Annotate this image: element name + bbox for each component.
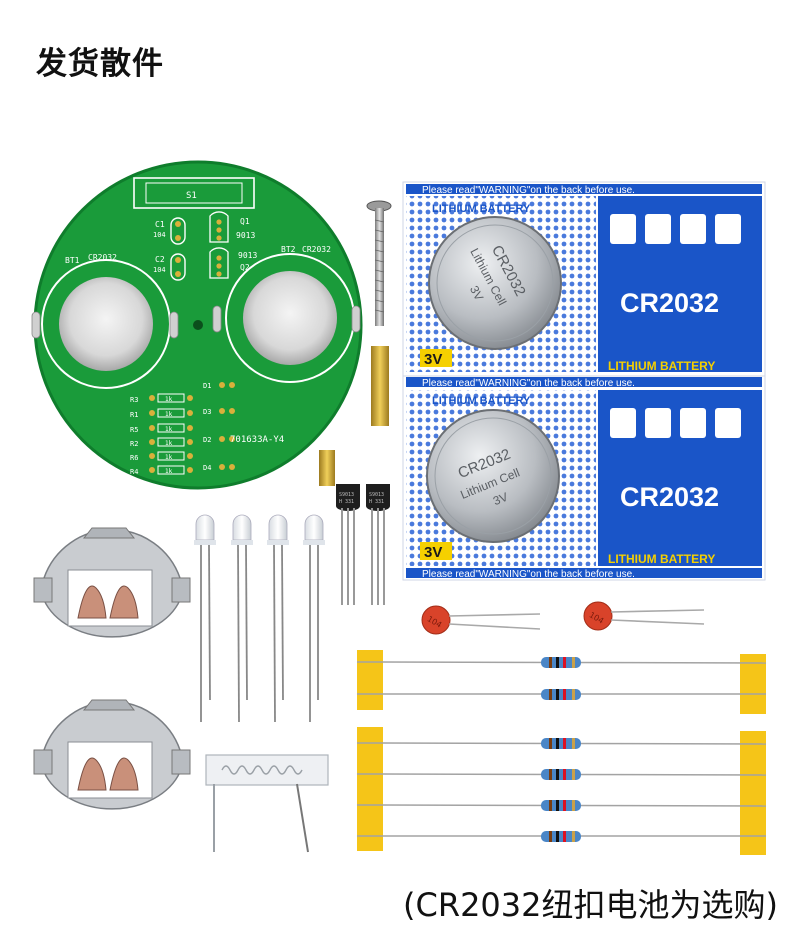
ceramic-capacitor-1: 104 (421, 605, 541, 635)
small-brass-part (319, 450, 335, 486)
bt2-label: BT2 (281, 245, 296, 254)
svg-text:CR2032: CR2032 (620, 482, 719, 512)
svg-text:LITHIUM BATTERY: LITHIUM BATTERY (608, 552, 715, 566)
svg-text:C2: C2 (155, 255, 165, 264)
led-2 (231, 514, 253, 723)
resistor-5 (541, 800, 581, 811)
board-code: 701633A-Y4 (230, 435, 284, 445)
svg-text:Please read"WARNING"on the bac: Please read"WARNING"on the back before u… (422, 185, 635, 196)
transistor-q2-footprint: 9013 Q2 (209, 247, 257, 279)
device-icons-top (610, 214, 741, 244)
svg-text:R1: R1 (130, 411, 138, 419)
svg-text:C1: C1 (155, 220, 165, 229)
svg-text:3V: 3V (491, 490, 510, 508)
svg-text:S9013: S9013 (369, 492, 384, 498)
svg-text:S9013: S9013 (339, 492, 354, 498)
svg-text:H 331: H 331 (369, 499, 384, 505)
led-3 (267, 514, 289, 723)
led-footprints: D1 D3 D2 D4 (203, 382, 235, 472)
svg-text:R3: R3 (130, 396, 138, 404)
bt2-value: CR2032 (302, 245, 331, 254)
page-title: 发货散件 (36, 46, 164, 82)
ceramic-capacitor-2: 104 (583, 601, 705, 631)
led-4 (303, 514, 325, 722)
svg-text:H 331: H 331 (339, 499, 354, 505)
resistor-1 (541, 657, 581, 668)
svg-text:R2: R2 (130, 440, 138, 448)
svg-text:9013: 9013 (236, 231, 255, 240)
resistor-3 (541, 738, 581, 749)
battery-card-bottom: Please read"WARNING"on the back before u… (402, 375, 766, 581)
resistor-2 (541, 689, 581, 700)
brass-standoff (371, 346, 389, 426)
svg-text:1k: 1k (165, 440, 173, 447)
transistor-q1-footprint: Q1 9013 (209, 211, 255, 243)
svg-text:D3: D3 (203, 408, 211, 416)
battery-pack: Please read"WARNING"on the back before u… (402, 181, 766, 581)
switch-label: S1 (186, 191, 197, 201)
svg-text:3V: 3V (424, 544, 442, 561)
resistor-footprints: R3 1k R1 1k R5 1k R2 1k R6 1k R4 1k (130, 393, 193, 476)
switch-outline (133, 177, 255, 209)
battery-holder-bottom (33, 699, 191, 810)
svg-text:1k: 1k (165, 411, 173, 418)
bt1-value: CR2032 (88, 253, 117, 262)
transistors: S9013 H 331 S9013 H 331 (336, 484, 390, 605)
resistor-4 (541, 769, 581, 780)
svg-text:3V: 3V (467, 283, 486, 303)
device-icons-bottom (610, 408, 741, 438)
svg-text:D1: D1 (203, 382, 211, 390)
transistor-1: S9013 H 331 (336, 484, 360, 605)
svg-text:Q2: Q2 (240, 263, 250, 272)
svg-text:1k: 1k (165, 396, 173, 403)
svg-text:1k: 1k (165, 454, 173, 461)
svg-text:104: 104 (153, 266, 166, 274)
resistor-6 (541, 831, 581, 842)
cap-c1-footprint: C1 104 (153, 217, 186, 245)
bt1-label: BT1 (65, 256, 80, 265)
svg-text:9013: 9013 (238, 251, 257, 260)
tilt-switch (205, 754, 329, 853)
screw (366, 200, 392, 326)
svg-text:D4: D4 (203, 464, 211, 472)
resistor-strip-bottom (356, 727, 767, 855)
svg-text:LITHIUM BATTERY: LITHIUM BATTERY (432, 395, 531, 407)
leds (194, 514, 325, 723)
battery-pad-right (212, 253, 361, 383)
svg-text:R4: R4 (130, 468, 138, 476)
svg-text:1k: 1k (165, 468, 173, 475)
svg-text:R6: R6 (130, 454, 138, 462)
svg-text:Please read"WARNING"on the bac: Please read"WARNING"on the back before u… (422, 569, 635, 580)
battery-holder-top (33, 527, 191, 638)
svg-text:CR2032: CR2032 (620, 288, 719, 318)
svg-text:LITHIUM BATTERY: LITHIUM BATTERY (432, 203, 531, 215)
svg-text:R5: R5 (130, 426, 138, 434)
coin-cell-top (428, 216, 562, 350)
battery-pad-left (31, 259, 179, 389)
svg-text:D2: D2 (203, 436, 211, 444)
center-hole (193, 320, 203, 330)
pcb-board: S1 C1 104 C2 104 Q1 9013 9013 Q2 BT1 (31, 160, 363, 490)
svg-text:104: 104 (153, 231, 166, 239)
battery-card-top: Please read"WARNING"on the back before u… (402, 181, 766, 379)
footer-note: (CR2032纽扣电池为选购) (403, 886, 778, 924)
svg-text:Q1: Q1 (240, 217, 250, 226)
coin-cell-bottom (426, 409, 560, 543)
transistor-2: S9013 H 331 (366, 484, 390, 605)
cap-c2-footprint: C2 104 (153, 253, 186, 281)
svg-text:1k: 1k (165, 426, 173, 433)
svg-text:LITHIUM BATTERY: LITHIUM BATTERY (608, 359, 715, 373)
resistor-strip-top (356, 650, 767, 714)
svg-text:Please read"WARNING"on the bac: Please read"WARNING"on the back before u… (422, 378, 635, 389)
svg-text:3V: 3V (424, 351, 442, 368)
led-1 (194, 514, 216, 722)
